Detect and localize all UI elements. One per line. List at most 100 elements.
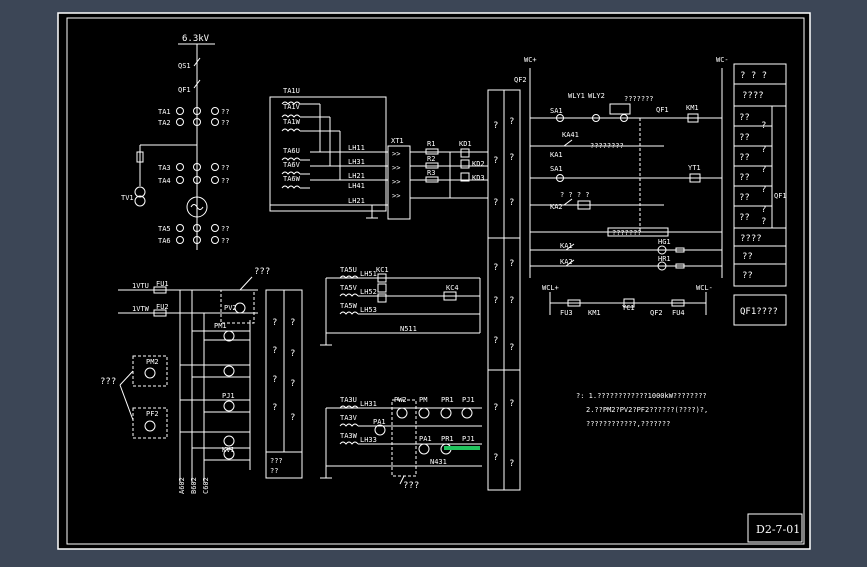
legend-table: ? ? ? ???? ?? ? ?? ? ?? ? ?? ? ?? ? ?? ?… xyxy=(733,63,787,326)
meter-pj1-b: PJ1 xyxy=(462,435,475,443)
ctrl-qf1: QF1 xyxy=(656,106,669,114)
generator-symbol xyxy=(186,196,208,218)
legend-c5: ?? xyxy=(739,153,750,163)
callout-top: ??? xyxy=(254,267,270,277)
center-q9: ? xyxy=(493,296,498,306)
bus-wcl-plus: WCL+ xyxy=(542,284,559,292)
meter-ta3u: TA3U xyxy=(340,396,357,404)
legend-top: ? ? ? xyxy=(740,71,767,81)
prot-wire-3: LH53 xyxy=(360,306,377,314)
primary-one-line: 6.3kV QS1 QF1 TA1 TA2 TA3 TA4 TA5 TA6 ??… xyxy=(121,34,229,250)
bus-a602: A602 xyxy=(178,477,186,494)
ctrl-hr1: HR1 xyxy=(658,255,671,263)
highlight-wire xyxy=(444,446,480,450)
prot-ta5u: TA5U xyxy=(340,266,357,274)
legend-c7: ?? xyxy=(739,173,750,183)
ctrl-wly1: WLY1 xyxy=(568,92,585,100)
label-ta5: TA5 xyxy=(158,225,171,233)
svg-text:>>: >> xyxy=(392,178,400,186)
meter-pw2: PW2 xyxy=(394,396,407,404)
notes-block: ?: 1.????????????1000kW???????? 2.??PM2?… xyxy=(576,392,708,428)
control-circuit: WC+ WC- WCL+ WCL- QF2 SA1 WLY1 WLY2 QF1 … xyxy=(514,56,729,317)
center-q12: ? xyxy=(509,343,514,353)
meter-ta3w: TA3W xyxy=(340,432,358,440)
prot-kc1: KC1 xyxy=(376,266,389,274)
legend-c10: ? xyxy=(761,205,766,215)
center-q6: ? xyxy=(509,198,514,208)
ctrl-ka2: KA2 xyxy=(550,203,563,211)
title-block: D2-7-01 xyxy=(747,513,803,543)
pt-pm1: PM1 xyxy=(214,322,227,330)
bus-b602: B602 xyxy=(190,477,198,494)
legend-c4: ? xyxy=(761,145,766,155)
callout-left: ??? xyxy=(100,377,116,387)
meter-pj1: PJ1 xyxy=(462,396,475,404)
center-q8: ? xyxy=(509,259,514,269)
wire-2: LH31 xyxy=(348,158,365,166)
label-ta3: TA3 xyxy=(158,164,171,172)
note-3: ????????????,??????? xyxy=(586,420,670,428)
wire-1: LH11 xyxy=(348,144,365,152)
center-strip: ? ? ? ? ? ? ? ? ? ? ? ? ? ? ? ? xyxy=(487,89,521,491)
ct-ta6u: TA6U xyxy=(283,147,300,155)
meter-ta3v: TA3V xyxy=(340,414,358,422)
ctrl-note-4: ??????? xyxy=(624,95,654,103)
legend-box: QF1???? xyxy=(740,307,778,317)
terminal-label: XT1 xyxy=(391,137,404,145)
center-q16: ? xyxy=(509,459,514,469)
pt-pf2: PF2 xyxy=(146,410,159,418)
ct-ta6w: TA6W xyxy=(283,175,301,183)
label-qs1: QS1 xyxy=(178,62,191,70)
ctrl-qf2: QF2 xyxy=(514,76,527,84)
pt-1vtu: 1VTU xyxy=(132,282,149,290)
legend-c11: ?? xyxy=(739,213,750,223)
ctrl-wly2: WLY2 xyxy=(588,92,605,100)
label-ta6: TA6 xyxy=(158,237,171,245)
strip-footer-1: ??? xyxy=(270,457,283,465)
ctrl-sa1: SA1 xyxy=(550,107,563,115)
ctrl-ka41: KA41 xyxy=(562,131,579,139)
qmark-4: ?? xyxy=(221,177,229,185)
center-q10: ? xyxy=(509,296,514,306)
label-ta1: TA1 xyxy=(158,108,171,116)
ct-ta6v: TA6V xyxy=(283,161,301,169)
terminal-xt1 xyxy=(387,145,411,220)
relay-kd3: KD3 xyxy=(472,174,485,182)
strip-q2: ? xyxy=(290,318,295,328)
relay-r1: R1 xyxy=(427,140,435,148)
legend-c3: ?? xyxy=(739,133,750,143)
meter-pr1-b: PR1 xyxy=(441,435,454,443)
ctrl-sa1-b: SA1 xyxy=(550,165,563,173)
pt-pj1: PJ1 xyxy=(222,392,235,400)
pt-circuit: 1VTU 1VTW FU1 FU2 PV2 PM1 PM2 PF2 PJ1 KV… xyxy=(100,267,303,494)
qmark-1: ?? xyxy=(221,108,229,116)
prot-wire-2: LH52 xyxy=(360,288,377,296)
meter-pa1: PA1 xyxy=(373,418,386,426)
legend-c6: ? xyxy=(761,165,766,175)
center-q2: ? xyxy=(509,117,514,127)
legend-row-3: ?? xyxy=(742,271,753,281)
pt-pv2: PV2 xyxy=(224,304,237,312)
wire-4: LH41 xyxy=(348,182,365,190)
bus-wcl-minus: WCL- xyxy=(696,284,713,292)
svg-text:>>: >> xyxy=(392,150,400,158)
ctrl-ka2-b: KA2 xyxy=(560,258,573,266)
pt-fu2: FU2 xyxy=(156,303,169,311)
metering-circuit: TA3U TA3V TA3W PW2 PM PR1 PJ1 PA1 PA1 PR… xyxy=(320,396,482,491)
qmark-5: ?? xyxy=(221,225,229,233)
strip-q8: ? xyxy=(290,413,295,423)
strip-q1: ? xyxy=(272,318,277,328)
ctrl-ka1: KA1 xyxy=(550,151,563,159)
meter-pm: PM xyxy=(419,396,427,404)
meter-wire-1: LH31 xyxy=(360,400,377,408)
ctrl-ka1-b: KA1 xyxy=(560,242,573,250)
bus-wc-minus: WC- xyxy=(716,56,729,64)
pt-fu1: FU1 xyxy=(156,280,169,288)
ctrl-km1: KM1 xyxy=(686,104,699,112)
center-q5: ? xyxy=(493,198,498,208)
strip-q4: ? xyxy=(290,349,295,359)
relay-kd2: KD2 xyxy=(472,160,485,168)
note-1: ?: 1.????????????1000kW???????? xyxy=(576,392,707,400)
